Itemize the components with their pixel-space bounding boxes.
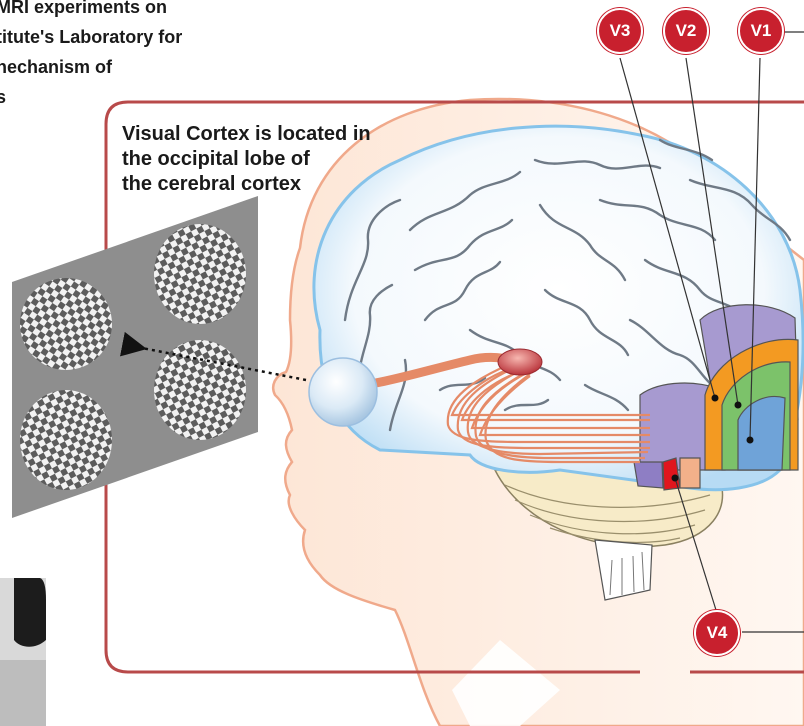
badge-v3: V3	[597, 8, 643, 54]
eyeball	[309, 358, 377, 426]
stimulus-screen	[4, 196, 258, 518]
v4-leader-dot	[672, 475, 679, 482]
intro-line: titute's Laboratory for	[0, 22, 266, 52]
checker-disc-top-right	[154, 224, 246, 324]
caption-line: the occipital lobe of	[122, 147, 462, 172]
v1-leader-dot	[747, 437, 754, 444]
v3-leader-dot	[712, 395, 719, 402]
photo-fragment	[0, 578, 46, 726]
intro-text: MRI experiments on titute's Laboratory f…	[0, 0, 266, 112]
brain-stem	[595, 540, 652, 600]
v2-leader-dot	[735, 402, 742, 409]
area-purple-lower	[634, 462, 663, 488]
badge-v4: V4	[694, 610, 740, 656]
intro-line: nechanism of	[0, 52, 266, 82]
lateral-geniculate-nucleus	[498, 349, 542, 375]
badge-v2: V2	[663, 8, 709, 54]
intro-line: MRI experiments on	[0, 0, 266, 22]
visual-cortex-caption: Visual Cortex is located in the occipita…	[122, 122, 462, 197]
area-near-v4	[680, 458, 700, 488]
checker-disc-bottom-left	[20, 390, 112, 490]
checker-disc-bottom-right	[154, 340, 246, 440]
caption-line: the cerebral cortex	[122, 172, 462, 197]
caption-line: Visual Cortex is located in	[122, 122, 462, 147]
intro-line: s	[0, 82, 266, 112]
badge-v1: V1	[738, 8, 784, 54]
